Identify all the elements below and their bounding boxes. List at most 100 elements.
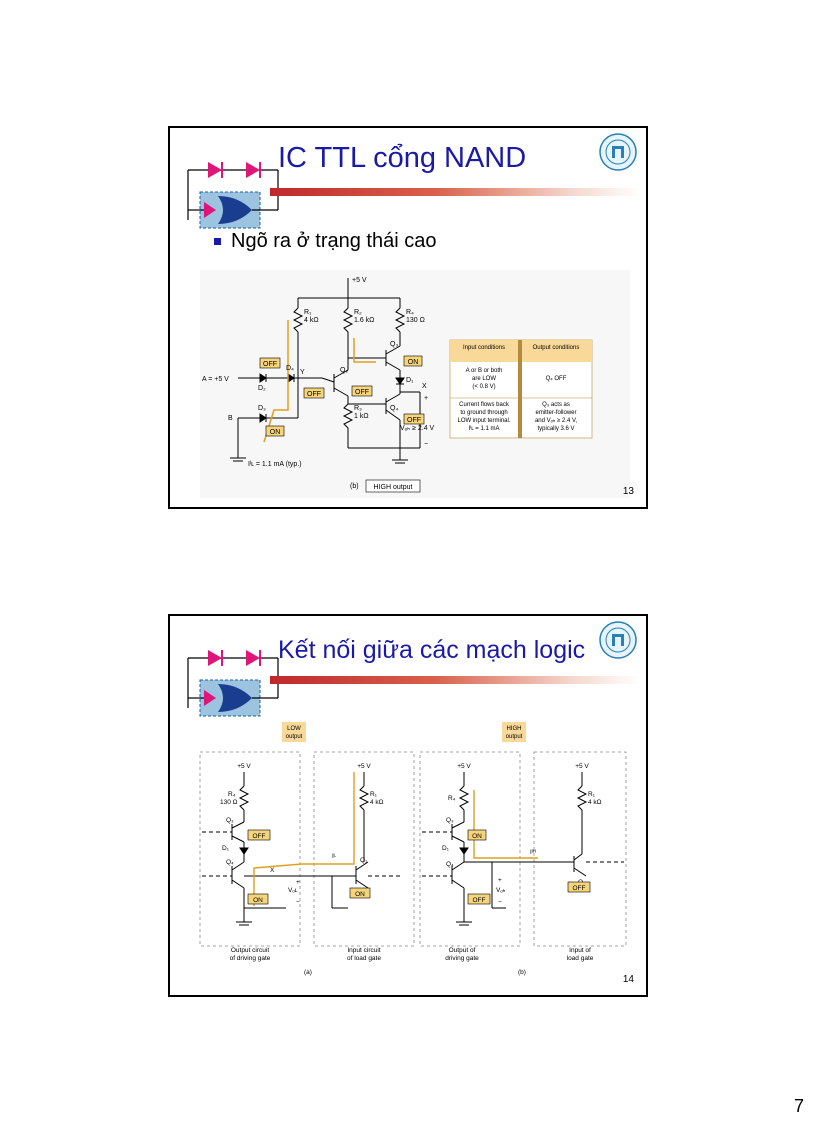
table-header-output: Output conditions — [533, 345, 580, 351]
conditions-table: Input conditions Output conditions A or … — [449, 339, 593, 439]
supply-label: +5 V — [457, 763, 471, 770]
r4-value: 130 Ω — [220, 799, 238, 806]
r1-label: R₁ — [370, 791, 378, 798]
d4-label: D₄ — [286, 365, 294, 372]
r3-value: 1 kΩ — [354, 413, 369, 420]
slide-title: IC TTL cổng NAND — [278, 142, 527, 174]
slide-title: Kết nối giữa các mạch logic — [278, 636, 586, 664]
table-cell: Current flows back — [459, 402, 510, 408]
node-x-label: X — [422, 383, 427, 390]
university-logo-icon — [599, 621, 637, 659]
r1-label: R₁ — [304, 309, 312, 316]
table-cell: and Vₒₕ ≥ 2.4 V, — [535, 418, 577, 424]
d4-state: OFF — [307, 391, 321, 398]
output-caption-b: Output of — [449, 947, 476, 954]
q4-state: ON — [253, 897, 263, 904]
caption-label: HIGH output — [374, 484, 413, 491]
r4-value: 130 Ω — [406, 317, 425, 324]
bullet-text: Ngõ ra ở trạng thái cao — [231, 230, 437, 252]
table-cell: emitter-follower — [535, 410, 576, 416]
q1-state: OFF — [573, 885, 586, 892]
x-label: X — [270, 867, 275, 874]
q3-label: Q₃ — [446, 817, 454, 824]
logic-gate-logo-icon — [187, 162, 279, 229]
q1-label: Q₁ — [360, 857, 368, 864]
slide-number: 13 — [622, 486, 634, 497]
table-cell: Q₃ acts as — [542, 402, 570, 408]
q4-label: Q₄ — [390, 405, 398, 412]
caption-a: (a) — [304, 969, 312, 976]
low-output-label: output — [286, 734, 303, 740]
r4-label: R₄ — [448, 795, 456, 802]
logic-interconnect-circuits: LOW output HIGH output — [199, 722, 627, 976]
title-underline-bar — [270, 188, 640, 196]
vol-label: Vₒʟ — [288, 887, 298, 894]
d2-label: D₂ — [258, 385, 266, 392]
page-number: 7 — [793, 1096, 804, 1116]
table-cell: to ground through — [460, 410, 507, 416]
q1-state: ON — [355, 891, 365, 898]
r1-value: 4 kΩ — [304, 317, 319, 324]
caption-b: (b) — [518, 969, 526, 976]
ttl-nand-high-output-circuit: OFF OFF OFF ON OFF ON +5 V R₁ 4 kΩ R₂ 1.… — [200, 270, 630, 498]
q3-label: Q₃ — [226, 817, 234, 824]
q2-label: Q₂ — [340, 367, 348, 374]
plus-sign: + — [498, 877, 502, 884]
r1-value: 4 kΩ — [588, 799, 602, 806]
r4-label: R₄ — [406, 309, 414, 316]
q3-state: OFF — [253, 833, 266, 840]
table-cell: LOW input terminal. — [457, 418, 510, 424]
r3-label: R₃ — [354, 405, 362, 412]
q3-label: Q₃ — [390, 341, 398, 348]
table-cell: Q₄ OFF — [546, 376, 567, 382]
slide-logic-interconnect: Kết nối giữa các mạch logic LOW output H… — [168, 614, 648, 997]
d1-label: D₁ — [222, 845, 230, 852]
output-caption-b: driving gate — [445, 955, 479, 962]
q4-label: Q₄ — [226, 859, 234, 866]
input-caption-a: of load gate — [347, 955, 381, 962]
voh-label: Vₒₕ ≥ 2.4 V — [400, 425, 435, 432]
r1-value: 4 kΩ — [370, 799, 384, 806]
d1-label: D₁ — [406, 377, 414, 384]
d3-label: D₃ — [258, 405, 266, 412]
table-cell: Iᴵʟ = 1.1 mA — [469, 425, 500, 432]
table-cell: typically 3.6 V — [537, 426, 574, 432]
bullet-square-icon — [214, 238, 221, 245]
input-caption-b: load gate — [567, 955, 594, 962]
table-cell: are LOW — [472, 376, 496, 382]
q3-state: ON — [472, 833, 482, 840]
q3-state: ON — [408, 359, 419, 366]
supply-label: +5 V — [357, 763, 371, 770]
q4-state: OFF — [407, 417, 421, 424]
r2-value: 1.6 kΩ — [354, 317, 374, 324]
supply-label: +5 V — [237, 763, 251, 770]
r1-label: R₁ — [588, 791, 596, 798]
d1-label: D₁ — [442, 845, 450, 852]
input-caption-b: Input of — [569, 947, 591, 954]
minus-sign: − — [296, 899, 300, 906]
slide-ttl-nand: IC TTL cổng NAND Ngõ ra ở trạng thái cao — [168, 126, 648, 509]
ih-label: Iᴵᴴ — [530, 849, 536, 856]
plus-sign: + — [424, 395, 428, 402]
title-underline-bar — [270, 676, 640, 684]
high-output-label: HIGH — [507, 726, 522, 732]
table-cell: A or B or both — [466, 368, 503, 374]
q4-label: Q₄ — [446, 861, 454, 868]
node-y-label: Y — [300, 369, 305, 376]
plus-sign: + — [296, 879, 300, 886]
input-b-label: B — [228, 415, 233, 422]
minus-sign: − — [498, 899, 502, 906]
q4-state: OFF — [473, 897, 486, 904]
input-a-label: A = +5 V — [202, 376, 229, 383]
minus-sign: − — [424, 441, 428, 448]
r4-label: R₄ — [228, 791, 236, 798]
output-caption-a: of driving gate — [230, 955, 271, 962]
caption-b: (b) — [350, 483, 359, 490]
output-caption-a: Output circuit — [231, 947, 269, 954]
input-caption-a: Input circuit — [347, 947, 380, 954]
il-label: Iᴸ — [332, 853, 337, 860]
slide-number: 14 — [622, 974, 634, 985]
table-header-input: Input conditions — [463, 345, 505, 351]
q2-state: OFF — [355, 389, 369, 396]
bullet-item: Ngõ ra ở trạng thái cao — [214, 230, 436, 253]
